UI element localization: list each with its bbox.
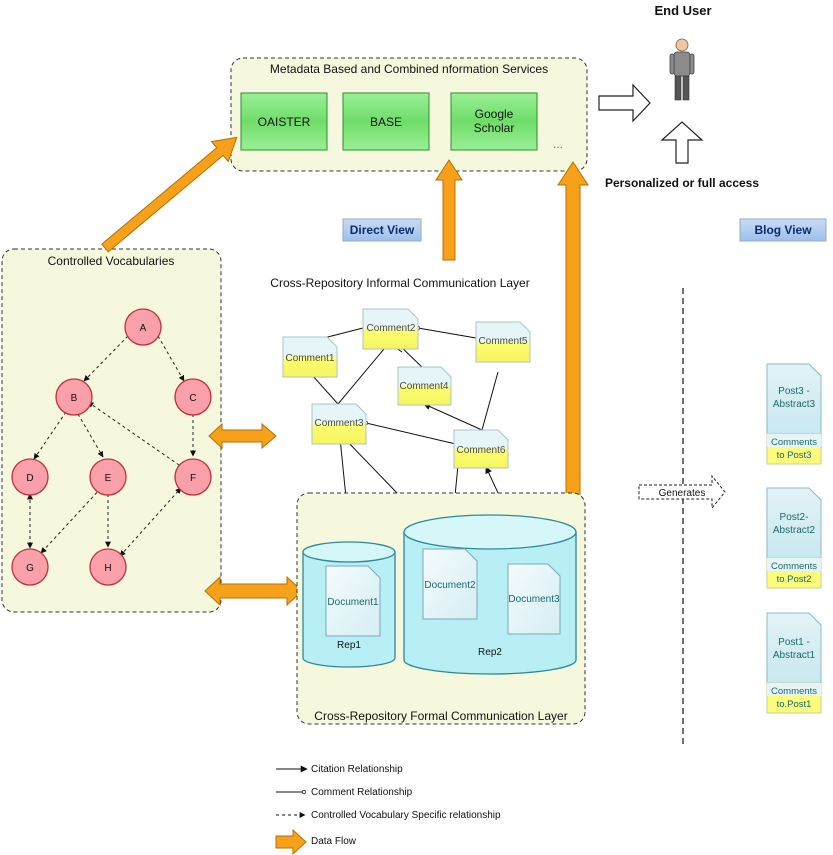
legend-citation: Citation Relationship [311,764,403,775]
vocab-node-e: E [89,458,127,496]
comment-note: Comment2 [362,308,419,350]
vocab-to-services-arrow [101,136,238,253]
informal-layer-title: Cross-Repository Informal Communication … [270,276,529,290]
comment-note: Comment6 [453,429,509,469]
rep2-label: Rep2 [478,647,502,658]
blog-view-button[interactable]: Blog View [739,218,827,242]
end-user-label: End User [654,3,711,18]
document-3: Document3 [507,563,561,635]
blog-view-label: Blog View [754,223,812,237]
svg-text:Comment2: Comment2 [367,323,416,334]
svg-text:E: E [105,473,112,484]
vocab-node-h: H [89,548,127,586]
generates-arrow: Generates [638,474,726,510]
comment-note: Comment3 [311,403,367,445]
svg-text:Post2-: Post2- [780,512,809,523]
svg-text:to Post3: to Post3 [777,450,812,461]
person-icon [669,38,695,101]
vocab-node-b: B [55,378,93,416]
svg-text:F: F [190,473,196,484]
comment-note: Comment4 [397,366,452,406]
service-google-scholar: Google Scholar [450,92,538,151]
data-flow-arrows [101,136,589,607]
svg-text:Document2: Document2 [424,580,476,591]
svg-text:Abstract3: Abstract3 [773,399,816,410]
service-base: BASE [342,92,430,151]
vocab-title: Controlled Vocabularies [48,254,175,268]
direct-view-up-arrow [435,159,463,261]
vocab-informal-arrow [208,422,277,450]
svg-text:C: C [189,393,196,404]
svg-text:Post1 -: Post1 - [778,637,810,648]
services-panel: Metadata Based and Combined nformation S… [230,57,588,172]
svg-text:Document3: Document3 [508,594,560,605]
svg-text:Comment4: Comment4 [400,381,449,392]
end-user: End User Personalized or full access [605,3,759,190]
service-to-user-arrow [598,83,651,123]
svg-text:G: G [26,563,34,574]
svg-text:to.Post1: to.Post1 [777,699,812,710]
comment-note: Comment1 [282,336,338,378]
document-1: Document1 [325,565,381,637]
rep1-label: Rep1 [337,640,361,651]
svg-text:Comments: Comments [771,686,817,697]
vocab-edges [27,335,196,557]
vocab-node-a: A [124,308,162,346]
service-oaister-label: OAISTER [258,115,311,129]
vocab-node-c: C [174,378,212,416]
svg-text:Post3 -: Post3 - [778,386,810,397]
svg-text:Comment5: Comment5 [479,336,528,347]
direct-view-button[interactable]: Direct View [342,218,422,242]
legend-comment: Comment Relationship [311,787,413,798]
vocab-node-g: G [11,548,49,586]
blog-post-3: Post3 - Abstract3 Comments to Post3 [766,363,822,465]
access-up-arrow [660,121,704,164]
svg-text:B: B [71,393,78,404]
svg-text:Document1: Document1 [327,597,379,608]
vocab-node-d: D [11,458,49,496]
blog-post-1: Post1 - Abstract1 Comments to.Post1 [766,612,822,714]
service-oaister: OAISTER [240,92,328,151]
blog-post-2: Post2- Abstract2 Comments to Post2 [766,487,822,589]
services-more: ... [553,137,563,151]
service-google-scholar-label-2: Scholar [474,121,515,135]
svg-text:Comment1: Comment1 [286,353,335,364]
svg-text:Abstract1: Abstract1 [773,650,816,661]
svg-text:Comment6: Comment6 [457,445,506,456]
svg-text:Comment3: Comment3 [315,418,364,429]
svg-text:to Post2: to Post2 [777,574,812,585]
legend-vocab: Controlled Vocabulary Specific relations… [311,810,501,821]
direct-view-label: Direct View [350,223,415,237]
vocab-formal-arrow [204,575,303,607]
service-google-scholar-label: Google [475,107,514,121]
document-2: Document2 [422,548,478,620]
legend: Citation Relationship Comment Relationsh… [275,764,501,855]
service-base-label: BASE [370,115,402,129]
legend-flow: Data Flow [311,836,357,847]
vocab-node-f: F [174,458,212,496]
svg-text:A: A [140,323,147,334]
svg-text:H: H [104,563,111,574]
generates-label: Generates [659,488,706,499]
access-label: Personalized or full access [605,176,759,190]
formal-up-arrow [557,161,589,509]
svg-text:Abstract2: Abstract2 [773,525,816,536]
svg-text:Comments: Comments [771,437,817,448]
formal-layer-title: Cross-Repository Formal Communication La… [314,709,567,723]
services-title: Metadata Based and Combined nformation S… [270,62,548,76]
svg-text:D: D [26,473,33,484]
comment-note: Comment5 [475,321,531,363]
svg-text:Comments: Comments [771,561,817,572]
